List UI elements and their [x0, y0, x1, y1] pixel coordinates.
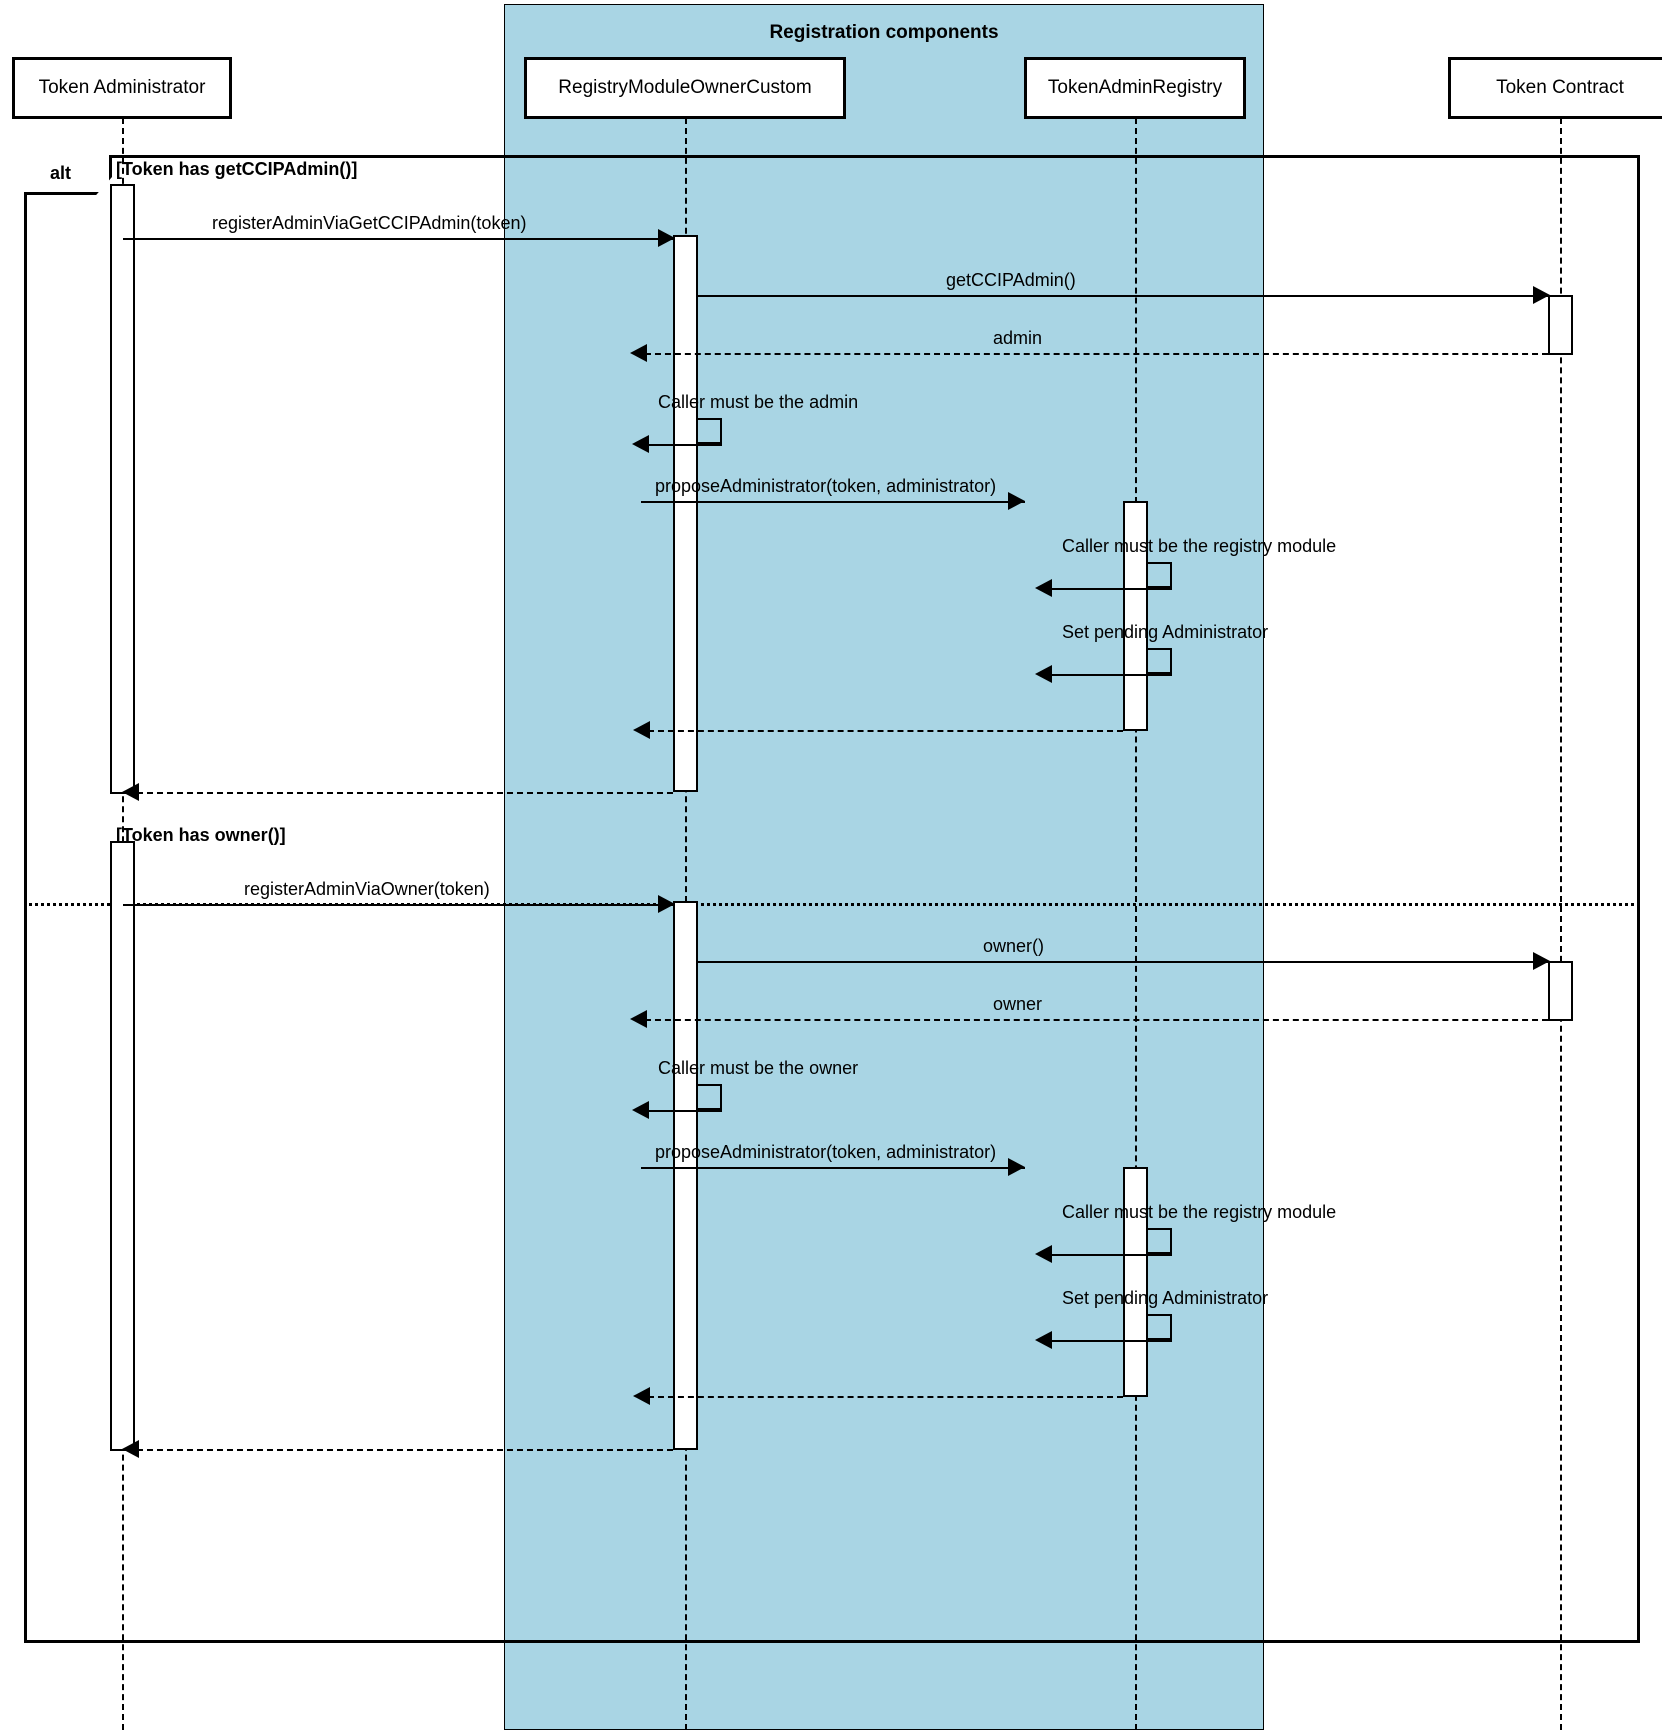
message-line-m15 [1048, 1254, 1172, 1256]
alt-branch-2-condition: [Token has owner()] [116, 825, 286, 845]
message-arrowhead-m15 [1035, 1245, 1052, 1263]
message-arrowhead-m17 [633, 1387, 650, 1405]
message-arrowhead-m4 [632, 435, 649, 453]
message-label-m7: Set pending Administrator [1062, 622, 1269, 642]
message-line-m16 [1048, 1340, 1172, 1342]
message-label-m2: getCCIPAdmin() [946, 270, 1076, 290]
message-arrowhead-m13 [632, 1101, 649, 1119]
message-label-m16: Set pending Administrator [1062, 1288, 1269, 1308]
message-label-m4: Caller must be the admin [658, 392, 859, 412]
message-line-m6 [1048, 588, 1172, 590]
participant-label: Token Administrator [38, 77, 206, 98]
message-arrowhead-m7 [1035, 665, 1052, 683]
message-line-m13 [645, 1110, 722, 1112]
message-label-m3: admin [993, 328, 1043, 348]
group-box-registration-components [504, 4, 1264, 1730]
message-label-m15: Caller must be the registry module [1062, 1202, 1337, 1222]
message-arrowhead-m12 [630, 1010, 647, 1028]
message-arrowhead-m9 [122, 783, 139, 801]
self-message-loop-m7 [1148, 648, 1172, 674]
participant-label: Token Contract [1496, 77, 1624, 98]
message-arrowhead-m10 [658, 895, 675, 913]
message-arrowhead-m16 [1035, 1331, 1052, 1349]
participant-label: TokenAdminRegistry [1047, 77, 1223, 98]
message-arrowhead-m11 [1533, 952, 1550, 970]
activation-token-administrator-2 [110, 841, 135, 1451]
self-message-loop-m13 [698, 1084, 722, 1110]
message-label-m11: owner() [983, 936, 1045, 956]
participant-token-admin-registry[interactable]: TokenAdminRegistry [1024, 57, 1246, 119]
message-line-m12 [645, 1019, 1548, 1021]
message-label-m14: proposeAdministrator(token, administrato… [655, 1142, 997, 1162]
activation-token-administrator-1 [110, 184, 135, 794]
message-arrowhead-m14 [1008, 1158, 1025, 1176]
message-label-m1: registerAdminViaGetCCIPAdmin(token) [212, 213, 527, 233]
message-line-m10 [123, 904, 673, 906]
self-message-loop-m6 [1148, 562, 1172, 588]
message-line-m2 [698, 295, 1549, 297]
message-line-m4 [645, 444, 722, 446]
message-line-m17 [648, 1396, 1123, 1398]
participant-registry-module-owner-custom[interactable]: RegistryModuleOwnerCustom [524, 57, 846, 119]
message-line-m11 [698, 961, 1549, 963]
self-message-loop-m16 [1148, 1314, 1172, 1340]
message-label-m5: proposeAdministrator(token, administrato… [655, 476, 997, 496]
lifeline-token-contract [1560, 118, 1562, 1730]
message-label-m6: Caller must be the registry module [1062, 536, 1337, 556]
message-label-m12: owner [993, 994, 1043, 1014]
activation-token-admin-registry-1 [1123, 501, 1148, 731]
message-label-m10: registerAdminViaOwner(token) [244, 879, 490, 899]
message-line-m18 [137, 1449, 673, 1451]
self-message-loop-m15 [1148, 1228, 1172, 1254]
activation-registry-module-1 [673, 235, 698, 792]
message-arrowhead-m2 [1533, 286, 1550, 304]
alt-fragment-frame [24, 155, 1640, 1643]
message-arrowhead-m5 [1008, 492, 1025, 510]
group-title: Registration components [769, 22, 999, 43]
message-line-m8 [648, 730, 1123, 732]
message-line-m14 [641, 1167, 1025, 1169]
self-message-loop-m4 [698, 418, 722, 444]
message-arrowhead-m1 [658, 229, 675, 247]
message-line-m7 [1048, 674, 1172, 676]
message-line-m3 [645, 353, 1548, 355]
participant-token-contract[interactable]: Token Contract [1448, 57, 1662, 119]
message-label-m13: Caller must be the owner [658, 1058, 859, 1078]
alt-branch-1-condition: [Token has getCCIPAdmin()] [116, 159, 358, 179]
participant-label: RegistryModuleOwnerCustom [558, 77, 812, 98]
message-line-m1 [123, 238, 673, 240]
activation-token-contract-1 [1548, 295, 1573, 355]
message-arrowhead-m8 [633, 721, 650, 739]
alt-branch-divider [24, 903, 1640, 906]
activation-registry-module-2 [673, 901, 698, 1450]
participant-token-administrator[interactable]: Token Administrator [12, 57, 232, 119]
activation-token-admin-registry-2 [1123, 1167, 1148, 1397]
message-line-m5 [641, 501, 1025, 503]
message-line-m9 [137, 792, 673, 794]
lifeline-token-admin-registry [1135, 118, 1137, 1730]
activation-token-contract-2 [1548, 961, 1573, 1021]
alt-fragment-operator: alt [24, 155, 112, 195]
message-arrowhead-m18 [122, 1440, 139, 1458]
message-arrowhead-m6 [1035, 579, 1052, 597]
message-arrowhead-m3 [630, 344, 647, 362]
